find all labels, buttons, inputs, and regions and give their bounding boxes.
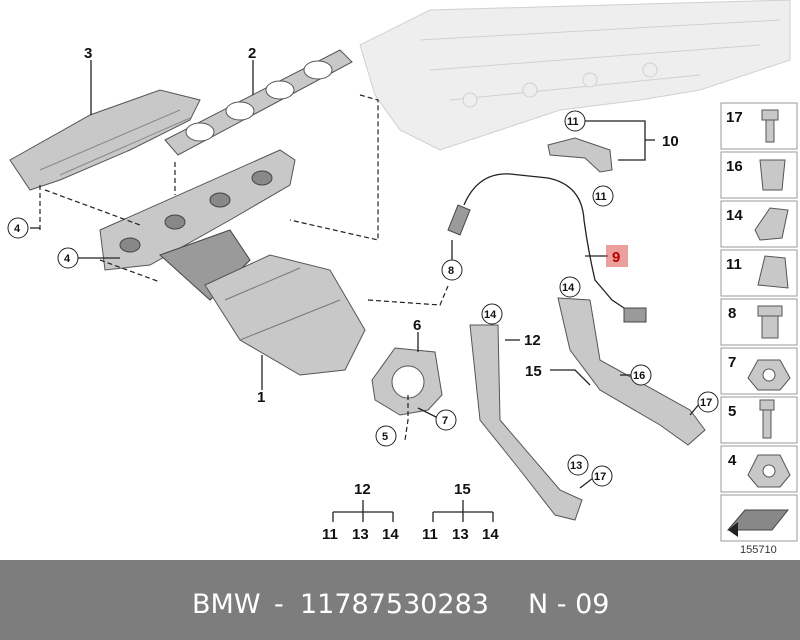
footer-bar: BMW - 11787530283 N - 09 (0, 560, 800, 640)
group-12-child-2: 13 (352, 526, 369, 543)
sidebar-item: 8 (720, 298, 798, 346)
group-12-child-3: 14 (382, 526, 399, 543)
manifold-catalytic-converter (99, 149, 366, 376)
flange-gasket (371, 347, 443, 416)
sidebar-item: 7 (720, 347, 798, 395)
group-15-parent: 15 (454, 481, 471, 498)
sidebar-item: 4 (720, 445, 798, 493)
callout-5: 5 (382, 431, 388, 443)
svg-text:4: 4 (728, 452, 737, 469)
group-15-child-2: 13 (452, 526, 469, 543)
group-12-child-1: 11 (322, 526, 338, 543)
svg-text:11: 11 (726, 256, 742, 273)
oxygen-sensor-front (447, 173, 647, 323)
callout-2: 2 (248, 45, 256, 62)
separator: - (274, 589, 284, 620)
sidebar-item: 5 (720, 396, 798, 444)
callout-17b: 17 (594, 471, 606, 483)
exhaust-diagram: 3 2 4 4 1 6 7 5 8 11 10 11 9 14 14 12 15… (7, 0, 798, 556)
callout-16: 16 (633, 370, 645, 382)
cylinder-head-ghost (359, 0, 791, 151)
callout-6: 6 (413, 317, 421, 334)
callout-12: 12 (524, 332, 541, 349)
group-tree-15: 15 11 13 14 (422, 481, 499, 543)
callout-4a: 4 (14, 223, 21, 235)
sensor-bracket (547, 137, 613, 173)
arrow-icon (720, 494, 798, 542)
callout-1: 1 (257, 389, 265, 406)
svg-text:14: 14 (726, 207, 743, 224)
callout-13: 13 (570, 460, 582, 472)
reference-lines (39, 94, 449, 441)
callout-9: 9 (612, 249, 620, 266)
parts-sidebar: 17 16 14 11 8 7 (720, 102, 798, 542)
callout-8: 8 (448, 265, 454, 277)
callout-10: 10 (662, 133, 679, 150)
manifold-gasket (164, 49, 353, 156)
svg-text:17: 17 (726, 109, 743, 126)
callout-15: 15 (525, 363, 542, 380)
group-tree-12: 12 11 13 14 (322, 481, 399, 543)
svg-text:5: 5 (728, 403, 736, 420)
callout-14a: 14 (562, 282, 575, 294)
sidebar-item: 14 (720, 200, 798, 248)
sidebar-item: 17 (720, 102, 798, 150)
leader-lines (30, 60, 701, 489)
position-label: N - 09 (528, 589, 610, 620)
svg-text:8: 8 (728, 305, 736, 322)
sidebar-item: 16 (720, 151, 798, 199)
part-number: 11787530283 (300, 589, 489, 620)
group-12-parent: 12 (354, 481, 371, 498)
callout-3: 3 (84, 45, 92, 62)
callout-4b: 4 (64, 253, 71, 265)
bracket-12 (469, 324, 583, 521)
callout-11a: 11 (567, 116, 579, 128)
callout-17a: 17 (700, 397, 712, 409)
svg-text:7: 7 (728, 354, 736, 371)
sidebar-item: 11 (720, 249, 798, 297)
diagram-number: 155710 (740, 544, 777, 556)
brand-label: BMW (192, 589, 261, 620)
callout-14b: 14 (484, 309, 497, 321)
group-15-child-3: 14 (482, 526, 499, 543)
callout-7: 7 (442, 415, 448, 427)
callout-11b: 11 (595, 191, 607, 203)
callouts: 3 2 4 4 1 6 7 5 8 11 10 11 9 14 14 12 15… (7, 45, 719, 487)
svg-text:16: 16 (726, 158, 743, 175)
group-15-child-1: 11 (422, 526, 438, 543)
bracket-15 (557, 297, 706, 446)
